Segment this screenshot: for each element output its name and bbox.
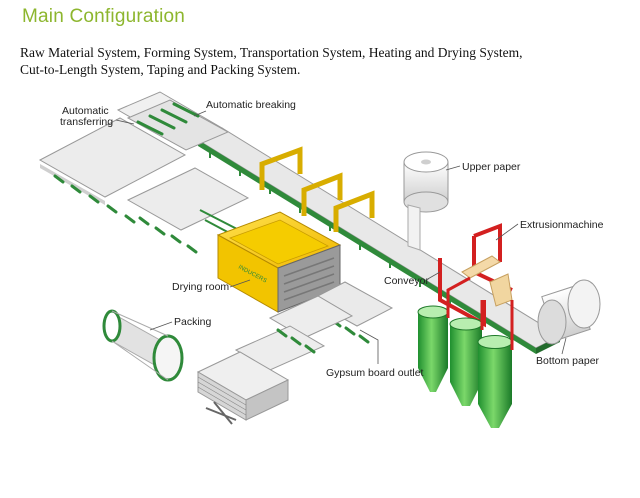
description-line-1: Raw Material System, Forming System, Tra… [20,45,523,60]
upper-paper-roll [403,151,449,251]
svg-text:transferring: transferring [60,116,113,128]
svg-text:Extrusionmachine: Extrusionmachine [520,219,604,231]
packing-roll [102,309,184,382]
board-pallet [196,351,290,425]
page-title: Main Configuration [22,6,186,27]
diagram-labels: Automatic transferring Automatic breakin… [60,99,604,379]
automatic-breaking-area [116,91,230,151]
svg-text:Packing: Packing [174,316,212,328]
label-drying-room: Drying room [172,279,251,293]
label-gypsum-board-outlet: Gypsum board outlet [326,329,424,379]
label-conveyor: Conveyor [384,271,441,287]
drying-room: INDUCERS [216,211,342,313]
description-line-2: Cut-to-Length System, Taping and Packing… [20,62,301,77]
svg-text:Conveyor: Conveyor [384,275,429,287]
svg-text:Drying room: Drying room [172,281,229,293]
svg-text:Upper paper: Upper paper [462,161,521,173]
svg-text:Bottom paper: Bottom paper [536,355,600,367]
label-packing: Packing [149,316,212,331]
tank-1 [417,305,449,392]
label-automatic-breaking: Automatic breaking [193,99,296,117]
page-description: Raw Material System, Forming System, Tra… [20,44,620,78]
tank-2 [449,317,483,406]
tank-3 [477,335,513,428]
svg-text:Gypsum board outlet: Gypsum board outlet [326,367,424,379]
slurry-tanks [417,276,514,428]
bottom-paper-roll [537,279,601,345]
svg-text:Automatic breaking: Automatic breaking [206,99,296,111]
transfer-board-stack-1 [38,117,187,224]
label-upper-paper: Upper paper [445,161,521,173]
cutting-gantries [259,146,375,232]
label-automatic-transferring: Automatic transferring [60,105,135,128]
extrusion-machine [438,223,513,328]
label-bottom-paper: Bottom paper [536,337,600,367]
label-extrusion-machine: Extrusionmachine [495,219,604,241]
svg-text:Automatic: Automatic [62,105,109,117]
